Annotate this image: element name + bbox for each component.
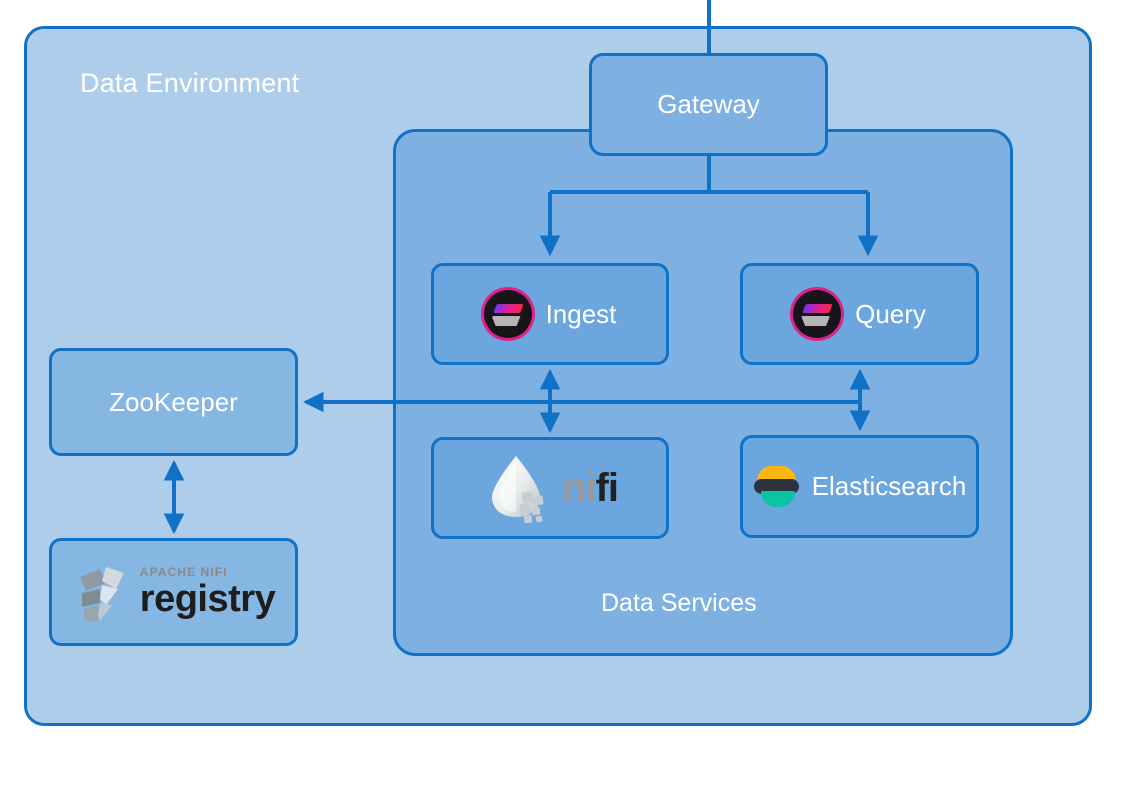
pulsar-icon [793,290,842,338]
nifi-wordmark-fi: fi [595,466,619,510]
registry-wordmark-sup: APACHE NIFI [139,565,228,579]
node-elasticsearch[interactable]: Elasticsearch [740,435,979,538]
data-services-container [393,129,1013,656]
node-query-label: Query [855,298,926,329]
node-zookeeper-label: ZooKeeper [109,386,238,417]
node-gateway[interactable]: Gateway [589,53,828,156]
nifi-droplet-icon [482,452,562,524]
node-zookeeper[interactable]: ZooKeeper [49,348,298,456]
data-environment-title: Data Environment [80,68,300,98]
registry-wordmark: APACHE NIFI registry [139,565,276,620]
data-services-title: Data Services [601,589,757,617]
pulsar-icon [483,290,532,338]
node-ingest-label: Ingest [545,298,617,329]
nifi-registry-icon [72,559,134,625]
node-elasticsearch-label: Elasticsearch [811,471,967,501]
node-nifi[interactable]: nifi [431,437,669,539]
elasticsearch-icon [753,463,800,510]
node-gateway-label: Gateway [657,89,760,119]
node-ingest[interactable]: Ingest [431,263,669,365]
registry-wordmark-main: registry [139,578,276,620]
node-nifi-registry[interactable]: APACHE NIFI registry [49,538,298,646]
nifi-wordmark-ni: ni [562,466,597,510]
nifi-wordmark: nifi [562,466,619,510]
node-query[interactable]: Query [740,263,979,365]
